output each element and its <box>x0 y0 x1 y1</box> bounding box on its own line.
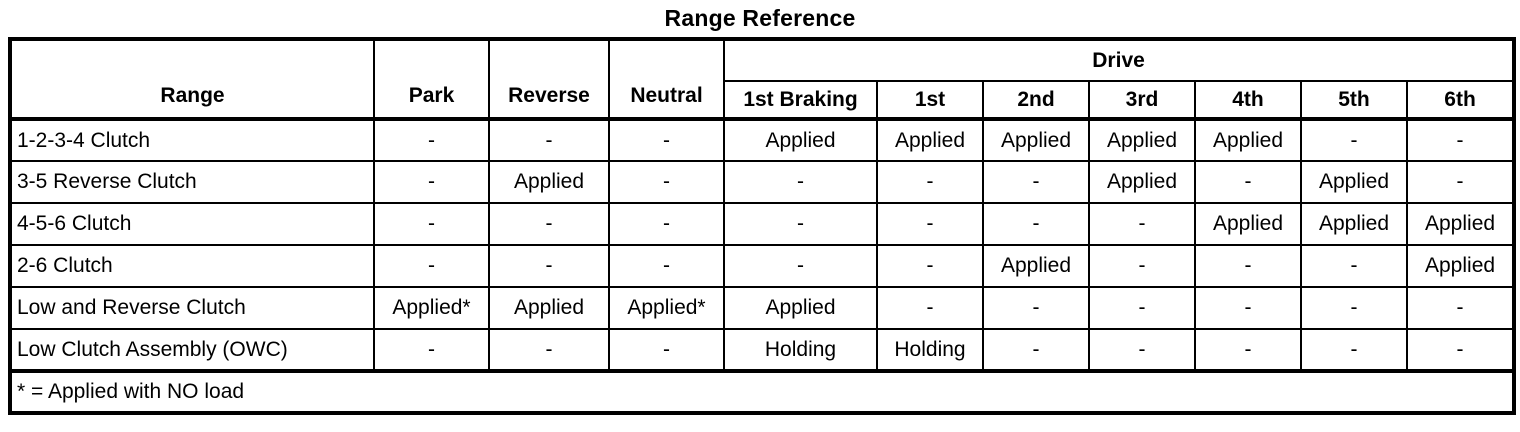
table-cell: - <box>373 160 490 204</box>
table-cell: - <box>1405 286 1516 330</box>
column-header-5th: 5th <box>1300 80 1408 121</box>
column-header-drive: Drive <box>722 38 1516 82</box>
row-label: 2-6 Clutch <box>9 244 375 288</box>
table-cell: - <box>488 328 610 372</box>
column-header-6th: 6th <box>1405 80 1516 121</box>
table-footer: * = Applied with NO load <box>8 369 1516 414</box>
table-cell: - <box>1405 118 1516 162</box>
table-cell: - <box>1194 244 1302 288</box>
table-cell: - <box>1088 202 1196 246</box>
table-body: 1-2-3-4 Clutch - - - Applied Applied App… <box>9 118 1516 372</box>
table-cell: - <box>608 160 725 204</box>
table-cell: - <box>876 286 984 330</box>
table-cell: - <box>723 244 878 288</box>
table-cell: Applied <box>1088 160 1196 204</box>
table-row: Low and Reverse Clutch Applied* Applied … <box>9 286 1516 330</box>
table-cell: - <box>373 118 490 162</box>
table-cell: - <box>1088 244 1196 288</box>
row-label: Low and Reverse Clutch <box>9 286 375 330</box>
footnote-row: * = Applied with NO load <box>8 369 1516 414</box>
table-cell: - <box>982 160 1090 204</box>
row-label: 1-2-3-4 Clutch <box>9 118 375 162</box>
table-cell: Applied <box>488 160 610 204</box>
table-cell: Applied <box>982 118 1090 162</box>
column-header-4th: 4th <box>1194 80 1302 121</box>
table-cell: Applied <box>1088 118 1196 162</box>
table-cell: - <box>876 202 984 246</box>
table-cell: Applied <box>1300 202 1408 246</box>
table-cell: - <box>373 244 490 288</box>
table-cell: Applied <box>1300 160 1408 204</box>
table-cell: Applied* <box>373 286 490 330</box>
table-cell: Applied <box>723 286 878 330</box>
table-cell: - <box>1405 160 1516 204</box>
table-cell: - <box>488 118 610 162</box>
table-cell: Holding <box>723 328 878 372</box>
table-cell: - <box>1405 328 1516 372</box>
table-cell: Applied* <box>608 286 725 330</box>
table-cell: - <box>1300 286 1408 330</box>
table-row: 4-5-6 Clutch - - - - - - - Applied Appli… <box>9 202 1516 246</box>
table-cell: - <box>982 286 1090 330</box>
table-cell: - <box>488 202 610 246</box>
table-cell: Applied <box>1405 202 1516 246</box>
range-reference-table: Range Park Reverse Neutral Drive 1st Bra… <box>8 37 1517 415</box>
table-cell: - <box>1088 328 1196 372</box>
table-cell: - <box>1194 160 1302 204</box>
row-label: 4-5-6 Clutch <box>9 202 375 246</box>
table-cell: - <box>608 202 725 246</box>
table-cell: - <box>723 202 878 246</box>
table-cell: Applied <box>1405 244 1516 288</box>
table-cell: Applied <box>488 286 610 330</box>
table-cell: - <box>982 202 1090 246</box>
table-cell: Applied <box>982 244 1090 288</box>
page-title: Range Reference <box>664 5 856 31</box>
table-cell: - <box>1300 118 1408 162</box>
column-header-1st-braking: 1st Braking <box>723 80 878 121</box>
footnote: * = Applied with NO load <box>8 369 1516 414</box>
table-cell: - <box>373 202 490 246</box>
table-cell: - <box>1194 286 1302 330</box>
column-header-1st: 1st <box>876 80 984 121</box>
table-cell: - <box>1194 328 1302 372</box>
table-cell: - <box>876 244 984 288</box>
table-cell: - <box>608 244 725 288</box>
column-header-neutral: Neutral <box>608 38 725 121</box>
table-row: 1-2-3-4 Clutch - - - Applied Applied App… <box>9 118 1516 162</box>
table-cell: Applied <box>1194 118 1302 162</box>
table-cell: - <box>1300 244 1408 288</box>
table-cell: - <box>1088 286 1196 330</box>
row-label: Low Clutch Assembly (OWC) <box>9 328 375 372</box>
column-header-2nd: 2nd <box>982 80 1090 121</box>
column-header-range: Range <box>9 38 375 121</box>
table-cell: Applied <box>876 118 984 162</box>
table-cell: Applied <box>1194 202 1302 246</box>
column-header-park: Park <box>373 38 490 121</box>
header-row-gears: 1st Braking 1st 2nd 3rd 4th 5th 6th <box>10 80 1516 121</box>
table-cell: - <box>608 328 725 372</box>
table-cell: Holding <box>876 328 984 372</box>
column-header-reverse: Reverse <box>488 38 610 121</box>
table-cell: - <box>373 328 490 372</box>
column-header-3rd: 3rd <box>1088 80 1196 121</box>
table-cell: - <box>723 160 878 204</box>
table-cell: - <box>1300 328 1408 372</box>
table-row: Low Clutch Assembly (OWC) - - - Holding … <box>9 328 1516 372</box>
table-row: 2-6 Clutch - - - - - Applied - - - Appli… <box>9 244 1516 288</box>
table-cell: - <box>608 118 725 162</box>
row-label: 3-5 Reverse Clutch <box>9 160 375 204</box>
table-header: Range Park Reverse Neutral Drive 1st Bra… <box>9 38 1516 121</box>
table-cell: - <box>876 160 984 204</box>
table-cell: Applied <box>723 118 878 162</box>
table-cell: - <box>982 328 1090 372</box>
header-row-top: Range Park Reverse Neutral Drive <box>9 38 1516 121</box>
table-cell: - <box>488 244 610 288</box>
table-row: 3-5 Reverse Clutch - Applied - - - - App… <box>9 160 1516 204</box>
